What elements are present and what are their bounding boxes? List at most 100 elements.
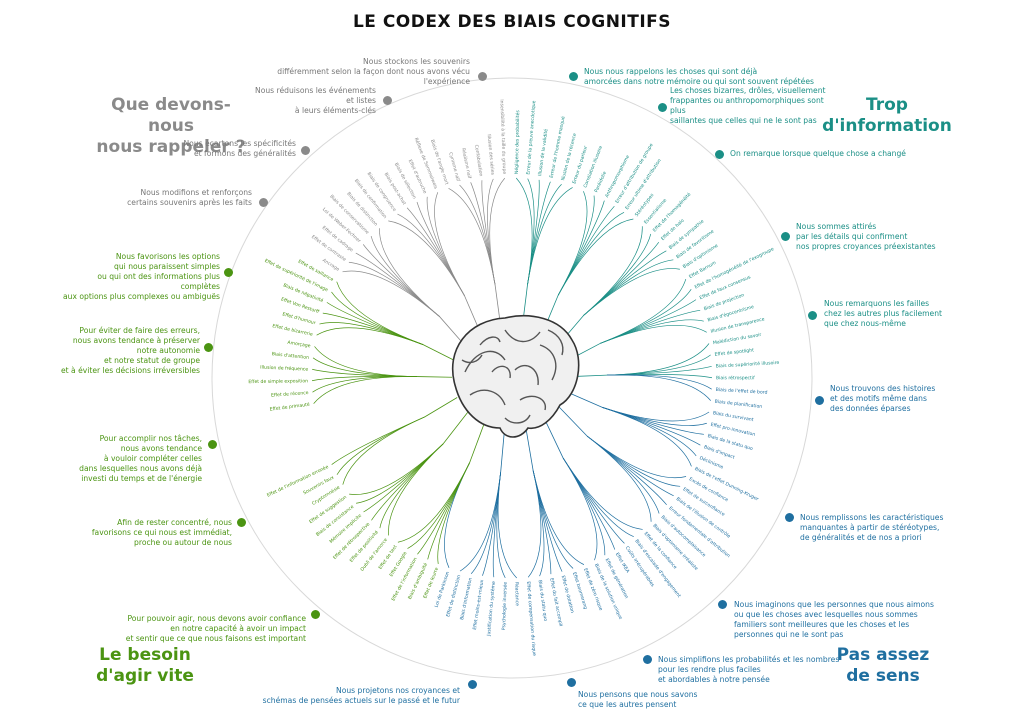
branch-line (602, 407, 704, 435)
brain-fold (479, 336, 501, 346)
branch-line (314, 346, 418, 377)
branch-line (355, 252, 440, 317)
bias-label: Réalisme naïf (460, 147, 473, 179)
bias-label: Effet moins-est-mieux (472, 579, 485, 630)
branch-line (496, 472, 506, 579)
branch-line (532, 470, 563, 572)
note-remember-3: Nous écartons les spécificités et formon… (183, 139, 297, 158)
branch-line (316, 327, 424, 345)
branch-line (532, 470, 545, 577)
note-act-fast-4: Afin de rester concentré, nous favorison… (91, 518, 232, 547)
node-dot-gray-4 (259, 198, 268, 207)
branch-line (370, 235, 440, 317)
note-too-much-5: Nous remarquons les failles chez les aut… (824, 299, 943, 328)
branch-line (527, 470, 542, 578)
branch-line (557, 212, 625, 296)
note-act-fast-2: Pour éviter de faire des erreurs, nous a… (60, 326, 200, 375)
node-dot-blue-3 (718, 600, 727, 609)
bias-label: Effet de la confiance (643, 531, 678, 571)
branch-line (583, 250, 667, 316)
brain-fold (461, 354, 483, 364)
branch-line (606, 365, 712, 376)
branch-line (600, 319, 704, 344)
note-too-much-2: Les choses bizarres, drôles, visuellemen… (670, 86, 826, 125)
bias-label: Illusion de fréquence (260, 364, 308, 373)
branch-line (586, 435, 660, 514)
category-remember: Que devons-nous nous rappeler ? (96, 95, 246, 158)
branch-line (326, 302, 424, 345)
note-not-enough-4: Nous simplifions les probabilités et les… (658, 655, 840, 684)
bias-label: Effet de spotlight (714, 347, 754, 358)
branch-line (336, 416, 426, 475)
branch-line (349, 443, 444, 495)
branch-line (606, 374, 711, 401)
bias-label: Négligence des probabilités (513, 110, 521, 175)
branch-line (444, 462, 470, 568)
bias-label: Coûts irrécupérables (624, 545, 657, 589)
node-dot-green-5 (311, 610, 320, 619)
branch-line (600, 289, 692, 344)
bias-label: Biais de sympathie (668, 218, 706, 251)
node-dot-teal-5 (808, 311, 817, 320)
bias-label: Biais d'information (459, 577, 474, 620)
brain-fold (547, 329, 564, 356)
branch-line (557, 195, 595, 296)
bias-label: Mémoire implicite (328, 512, 363, 545)
note-act-fast-5: Pour pouvoir agir, nous devons avoir con… (125, 614, 306, 643)
bias-label: Insensibilité à la taille du groupe (498, 99, 508, 174)
branch-line (397, 462, 470, 543)
brain-fold (504, 329, 541, 343)
bias-label: Biais d'attention (271, 351, 309, 361)
brain-fold (519, 395, 546, 411)
branch-line (586, 435, 667, 506)
brain-fold (469, 389, 506, 406)
category-remember-label: Que devons-nous nous rappeler ? (96, 95, 246, 157)
bias-label: Biais de favoritisme (675, 228, 715, 260)
outer-ring (211, 77, 813, 679)
bias-label: Effet de compensation du risque (525, 581, 537, 656)
branch-line (606, 354, 711, 376)
node-dot-teal-1 (569, 72, 578, 81)
branch-line (437, 462, 470, 564)
bias-label: Cynisme naïf (447, 152, 461, 183)
branch-line (562, 457, 616, 550)
branch-line (459, 472, 502, 572)
branch-line (583, 259, 674, 316)
brain-fold (514, 365, 539, 386)
branch-line (527, 187, 573, 285)
branch-line (388, 220, 465, 296)
note-not-enough-1: Nous trouvons des histoires et des motif… (830, 384, 936, 413)
branch-line (562, 457, 625, 544)
node-dot-gray-2 (383, 96, 392, 105)
category-act-fast-label: Le besoin d'agir vite (96, 645, 194, 686)
note-remember-2: Nous réduisons les événements et listes … (255, 86, 376, 115)
node-dot-blue-4 (643, 655, 652, 664)
bias-label: Psychologie inversée (500, 582, 509, 631)
branch-line (322, 312, 424, 345)
branch-line (557, 191, 588, 296)
bias-label: Biais rétrospectif (716, 374, 755, 381)
trunk-line (417, 376, 453, 378)
bias-label: Effet pro-innovation (710, 422, 756, 438)
bias-label: Biais de consistance (315, 504, 355, 538)
node-dot-green-3 (208, 440, 217, 449)
node-dot-green-1 (224, 268, 233, 277)
branch-line (606, 374, 712, 390)
bias-label: Effet de primauté (269, 401, 310, 413)
bias-label: Ancrage (321, 257, 340, 272)
branch-line (312, 357, 418, 377)
bias-label: Effet de surconfiance (682, 486, 726, 517)
bias-label: Erreur de la preuve anecdotique (526, 100, 538, 175)
branch-line (363, 443, 444, 513)
note-not-enough-3: Nous imaginons que les personnes que nou… (734, 600, 934, 639)
node-dot-green-4 (237, 518, 246, 527)
bias-label: Biais du statu quo (537, 580, 549, 622)
note-not-enough-6: Nous projetons nos croyances et schémas … (262, 686, 460, 705)
bias-label: Effet de contraste (310, 234, 347, 263)
bias-label: Effet de récence (271, 389, 309, 399)
category-too-much-information: Trop d'information (812, 95, 962, 137)
note-too-much-4: Nous sommes attirés par les détails qui … (796, 222, 936, 251)
branch-line (532, 470, 552, 575)
bias-label: Paréidolie (592, 170, 608, 193)
bias-label: Malédiction du savoir (712, 331, 762, 346)
